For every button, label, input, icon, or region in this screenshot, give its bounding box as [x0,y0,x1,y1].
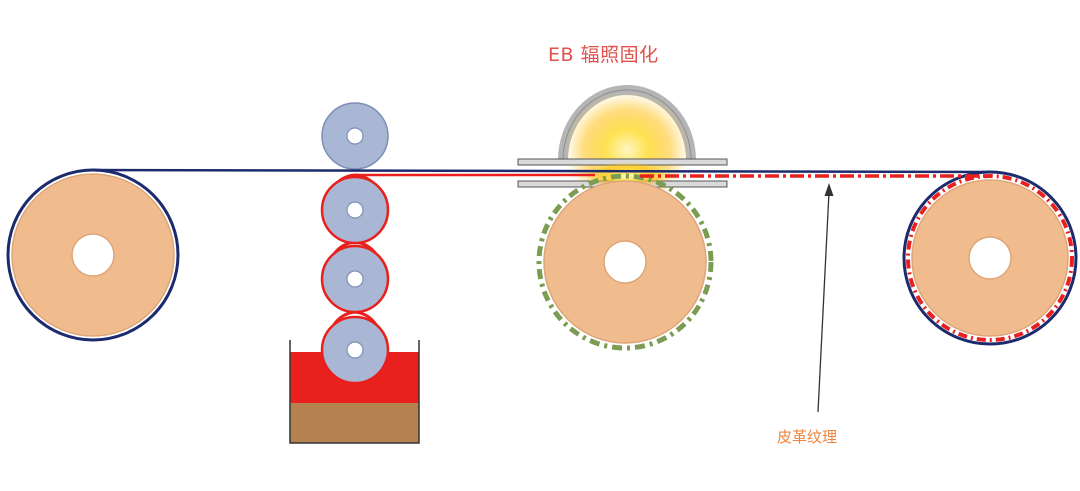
roller-top [321,102,389,170]
coating-roller-stack [320,102,390,385]
leather-texture-label: 皮革纹理 [777,428,838,446]
unwind-roll-hub [71,233,115,277]
texture-pointer-arrow [817,183,834,413]
texture-roll-hub [603,240,647,284]
eb-curing-label: EB 辐照固化 [548,44,659,66]
texture-roll [536,173,714,351]
film-web-line [92,168,991,174]
unwind-roll [6,168,180,342]
rewind-roll [902,170,1078,346]
roller-2 [320,175,390,245]
roller-bottom [320,315,390,385]
bath-base [290,403,419,443]
roller-3 [320,244,390,314]
texture-roll-pattern [536,173,714,351]
rewind-roll-texture [906,174,1074,342]
rewind-roll-hub [968,236,1012,280]
bath-walls [289,340,420,444]
